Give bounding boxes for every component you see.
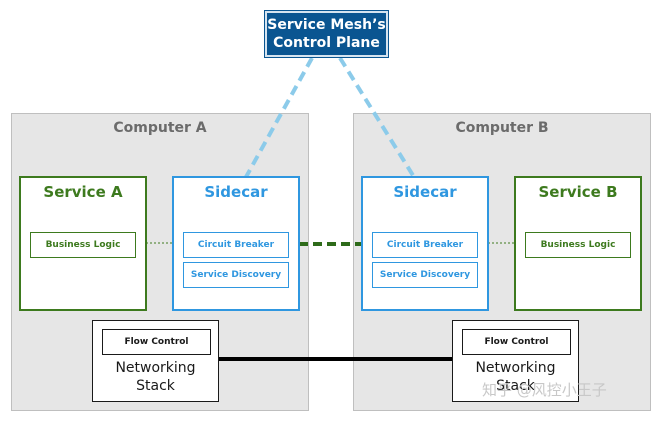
flow-control-a: Flow Control [102, 329, 211, 355]
computer-b-title: Computer B [455, 120, 549, 136]
service-b-box: Service B Business Logic [514, 176, 642, 311]
sidecar-b-circuit-breaker: Circuit Breaker [372, 232, 478, 258]
networking-stack-b-box: Flow Control Networking Stack [452, 320, 579, 402]
sidecar-a-box: Sidecar Circuit Breaker Service Discover… [172, 176, 300, 311]
control-plane-box: Service Mesh’s Control Plane [264, 10, 389, 58]
networking-stack-b-line1: Networking [475, 360, 556, 376]
sidecar-a-circuit-breaker: Circuit Breaker [183, 232, 289, 258]
networking-stack-a-line1: Networking [115, 360, 196, 376]
service-b-business-logic: Business Logic [525, 232, 631, 258]
control-plane-line2: Control Plane [273, 35, 380, 51]
service-b-title: Service B [538, 183, 618, 201]
networking-stack-a-line2: Stack [136, 378, 175, 394]
networking-stack-b-label: Networking Stack [453, 359, 578, 395]
networking-stack-a-box: Flow Control Networking Stack [92, 320, 219, 402]
control-plane-line1: Service Mesh’s [267, 17, 386, 33]
flow-control-b: Flow Control [462, 329, 571, 355]
sidecar-b-service-discovery: Service Discovery [372, 262, 478, 288]
sidecar-b-title: Sidecar [393, 183, 457, 201]
sidecar-a-service-discovery: Service Discovery [183, 262, 289, 288]
networking-stack-b-line2: Stack [496, 378, 535, 394]
service-a-title: Service A [43, 183, 123, 201]
service-a-box: Service A Business Logic [19, 176, 147, 311]
networking-stack-a-label: Networking Stack [93, 359, 218, 395]
control-link-a [244, 57, 314, 178]
control-link-b [338, 56, 416, 179]
sidecar-b-box: Sidecar Circuit Breaker Service Discover… [361, 176, 489, 311]
sidecar-a-title: Sidecar [204, 183, 268, 201]
service-a-business-logic: Business Logic [30, 232, 136, 258]
computer-a-title: Computer A [113, 120, 207, 136]
watermark: 知乎 @风控小王子 [482, 381, 607, 399]
